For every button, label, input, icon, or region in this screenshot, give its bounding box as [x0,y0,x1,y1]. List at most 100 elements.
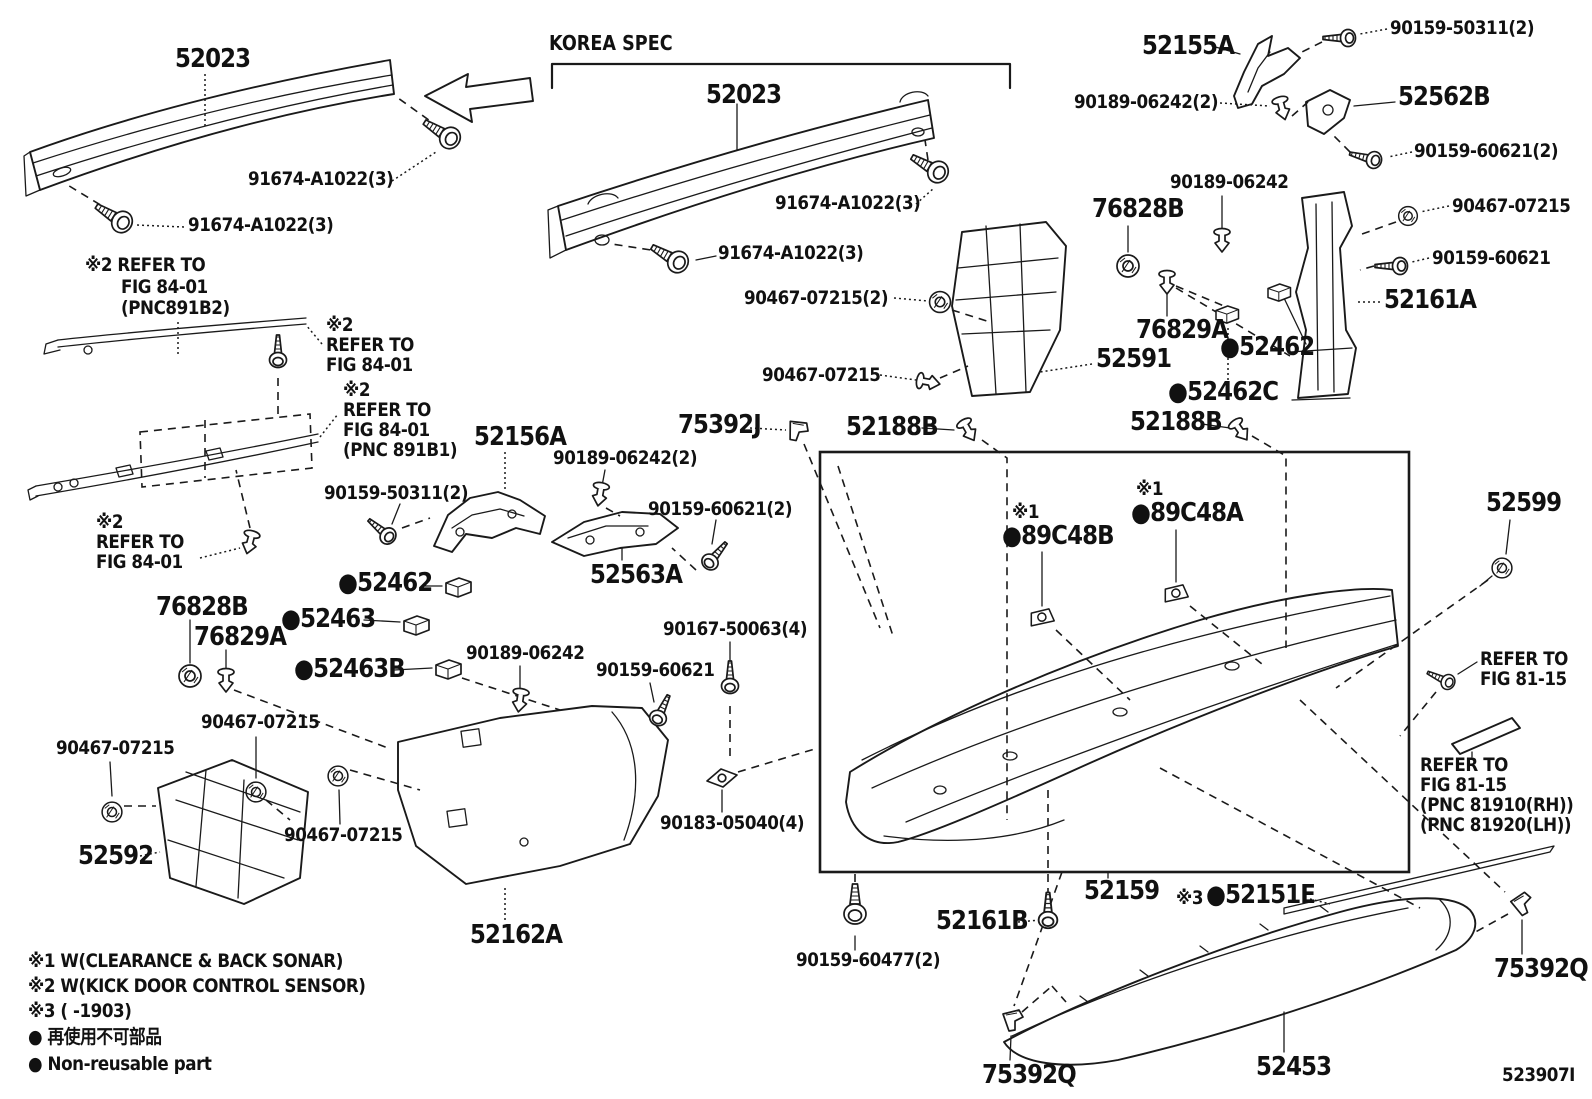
grommet-icon [178,664,202,688]
note-label: REFER TO [326,334,414,356]
part-label: 90189-06242 [1170,171,1289,193]
clip-icon [954,415,982,446]
part-label: 52453 [1256,1052,1332,1082]
pad-icon [445,577,472,598]
small-parts-cluster [109,585,561,825]
part-label: 90467-07215 [201,711,320,733]
clip-icon [914,371,943,393]
part-label: 76829A [194,622,287,652]
note-label: FIG 84-01 [343,419,430,441]
part-label: 91674-A1022(3) [248,168,394,190]
part-label: 52592 [78,841,154,871]
bolt-icon [645,236,694,278]
clip-icon [1397,205,1419,227]
note-label: (PNC 81920(LH)) [1420,814,1572,836]
bumper-assembly-box [818,450,1411,874]
sensor-retainer-icon [1162,583,1190,603]
clip-icon [238,527,262,557]
part-label: 76828B [156,592,249,622]
note-label: ※2 REFER TO [85,254,206,276]
note-label: FIG 84-01 [121,276,208,298]
part-label: 90189-06242(2) [553,447,698,469]
note-label: ※2 [326,314,354,336]
clip-icon [101,801,123,823]
part-label: 90467-07215 [284,824,403,846]
clip-icon [1270,93,1294,123]
grommet-icon [1116,254,1140,278]
note-label: ※3 [1176,887,1204,909]
part-label: ●52462 [1220,332,1315,362]
note-label: REFER TO [343,399,431,421]
part-label: 52155A [1142,31,1235,61]
part-label: 76828B [1092,194,1185,224]
legend-note-2: ※2 W(KICK DOOR CONTROL SENSOR) [28,975,366,997]
clip-icon [1508,890,1537,919]
clip-icon [1002,1009,1024,1032]
clip-icon [1213,227,1231,253]
part-label: 90159-60477(2) [796,949,941,971]
korea-spec-title: KOREA SPEC [549,31,673,55]
pad-icon [435,659,462,680]
part-label: 90183-05040(4) [660,812,805,834]
clip-icon [1158,269,1176,295]
drawing-code: 523907I [1502,1064,1575,1086]
note-label: FIG 84-01 [96,551,183,573]
screw-icon [1322,28,1357,48]
screw-icon [1037,891,1059,930]
pad-icon [403,615,430,636]
note-label: (PNC 81910(RH)) [1420,794,1574,816]
part-label: 75392J [678,410,762,440]
legend-note-1: ※1 W(CLEARANCE & BACK SONAR) [28,950,343,972]
part-label: 52161B [936,906,1029,936]
part-label: 90467-07215 [762,364,881,386]
part-label: 76829A [1136,315,1229,345]
note-label: REFER TO [1420,754,1508,776]
bracket-52156A [391,452,546,553]
legend-nonreusable-jp: ● 再使用不可部品 [28,1026,162,1048]
nut-icon [706,768,738,788]
korea-spec-group [424,62,1012,381]
part-label: 90159-60621 [1432,247,1551,269]
sensor-retainer-icon [1028,607,1056,627]
retainer-52161A [1289,191,1380,401]
molding-52453 [1003,897,1523,1066]
part-label: 52599 [1486,488,1562,518]
part-label: 52156A [474,422,567,452]
left-arrow-icon [424,73,534,123]
bolt-icon [417,111,466,154]
right-side-parts [1283,519,1555,915]
clip-icon [928,290,952,314]
support-52592 [139,759,309,905]
screw-icon [697,536,734,575]
part-label: 90159-50311(2) [1390,17,1535,39]
screw-icon [268,334,288,369]
part-label: 90467-07215 [56,737,175,759]
part-label: 75392Q [1494,954,1589,984]
clip-icon [327,765,349,787]
screw-icon [1423,664,1459,693]
part-label: 52188B [1130,407,1223,437]
note-label: (PNC891B2) [121,297,230,319]
panel-52162A [397,705,669,920]
part-label: 90467-07215(2) [744,287,889,309]
note-label: (PNC 891B1) [343,439,458,461]
part-label: 90189-06242 [466,642,585,664]
note-label: REFER TO [96,531,184,553]
part-label: ●52462C [1168,377,1279,407]
note-label: FIG 81-15 [1480,668,1567,690]
part-label: 52023 [706,80,782,110]
part-label: ●52151E [1206,880,1316,910]
support-52591 [951,221,1093,397]
note-label: ※2 [96,511,124,533]
note-label: FIG 84-01 [326,354,413,376]
part-label: 52188B [846,412,939,442]
kick-sensor-strips [27,317,339,559]
note-label: ※1 [1012,501,1040,523]
part-label: 91674-A1022(3) [188,214,334,236]
part-label: 52159 [1084,876,1160,906]
part-label: ●89C48A [1131,498,1244,528]
clip-icon [783,416,812,446]
part-label: ●52463B [294,654,406,684]
